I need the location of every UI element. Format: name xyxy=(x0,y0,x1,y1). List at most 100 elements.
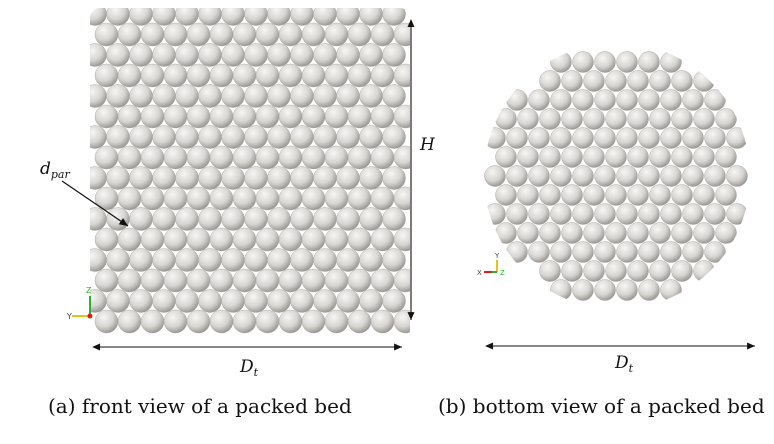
particle xyxy=(313,8,337,26)
particle xyxy=(90,84,107,108)
particle xyxy=(660,241,682,263)
diameter-label-bottom-main: D xyxy=(614,353,629,373)
particle xyxy=(90,8,107,26)
particle xyxy=(129,207,153,231)
diameter-label-front: Dt xyxy=(239,357,259,379)
particle xyxy=(616,203,638,225)
particle xyxy=(605,184,627,206)
particle xyxy=(244,166,268,190)
particle xyxy=(232,22,257,47)
particle xyxy=(209,268,234,293)
particle xyxy=(561,108,583,130)
particle xyxy=(693,260,715,282)
particle xyxy=(336,289,360,313)
particle xyxy=(163,227,188,252)
particle xyxy=(255,186,280,211)
particle xyxy=(660,279,682,301)
particle xyxy=(370,22,395,47)
particle xyxy=(186,268,211,293)
dpar-label-sub: par xyxy=(51,168,71,181)
particle xyxy=(393,186,410,211)
particle xyxy=(649,222,671,244)
particle xyxy=(638,279,660,301)
particle xyxy=(506,165,528,187)
particle xyxy=(278,186,303,211)
particle xyxy=(561,222,583,244)
particle xyxy=(528,165,550,187)
particle xyxy=(267,248,291,272)
particle xyxy=(649,70,671,92)
particle xyxy=(232,309,257,334)
particle xyxy=(627,108,649,130)
particle xyxy=(186,186,211,211)
particle xyxy=(660,165,682,187)
particle xyxy=(209,227,234,252)
particle xyxy=(539,184,561,206)
particle xyxy=(117,309,142,334)
particle xyxy=(605,70,627,92)
particle xyxy=(221,207,245,231)
particle xyxy=(129,289,153,313)
particle xyxy=(616,279,638,301)
particle xyxy=(660,51,682,73)
particle xyxy=(94,268,119,293)
particle xyxy=(347,309,372,334)
particle xyxy=(313,125,337,149)
particle xyxy=(528,241,550,263)
particle xyxy=(594,127,616,149)
particle xyxy=(627,146,649,168)
particle xyxy=(382,166,406,190)
particle xyxy=(572,89,594,111)
particle xyxy=(572,203,594,225)
particle xyxy=(244,84,268,108)
particle xyxy=(649,108,671,130)
particle xyxy=(106,43,130,67)
particle xyxy=(605,108,627,130)
particle xyxy=(649,146,671,168)
particle xyxy=(117,63,142,88)
particle xyxy=(117,268,142,293)
particle xyxy=(649,260,671,282)
dpar-annotation: dpar xyxy=(40,159,129,227)
particle xyxy=(244,43,268,67)
particle xyxy=(106,248,130,272)
axis-triad-bottom: Y X Z xyxy=(477,252,505,277)
particle xyxy=(336,207,360,231)
particle xyxy=(715,222,737,244)
particle xyxy=(726,127,748,149)
dpar-label-main: d xyxy=(40,159,51,179)
particle xyxy=(324,227,349,252)
diameter-annotation-front: Dt xyxy=(92,343,402,379)
particle xyxy=(290,43,314,67)
particle xyxy=(198,207,222,231)
particle xyxy=(163,268,188,293)
particle xyxy=(129,84,153,108)
particle xyxy=(163,22,188,47)
particle xyxy=(106,84,130,108)
particle xyxy=(198,289,222,313)
particle xyxy=(278,268,303,293)
particle xyxy=(382,248,406,272)
particle xyxy=(313,207,337,231)
diameter-annotation-bottom: Dt xyxy=(485,342,755,375)
particle xyxy=(117,104,142,129)
diameter-label-front-main: D xyxy=(239,357,254,377)
particle xyxy=(152,248,176,272)
particle xyxy=(313,43,337,67)
caption-front-view: (a) front view of a packed bed xyxy=(48,394,352,418)
particle xyxy=(594,51,616,73)
particle xyxy=(267,289,291,313)
axis-y-bottom-label: Y xyxy=(494,252,500,260)
particle xyxy=(140,309,165,334)
particle xyxy=(572,279,594,301)
particle xyxy=(583,70,605,92)
particle xyxy=(682,203,704,225)
particle xyxy=(255,227,280,252)
particle xyxy=(163,145,188,170)
particle xyxy=(221,84,245,108)
particle xyxy=(550,165,572,187)
particle xyxy=(370,309,395,334)
particle xyxy=(232,186,257,211)
particle xyxy=(94,145,119,170)
particle xyxy=(117,227,142,252)
